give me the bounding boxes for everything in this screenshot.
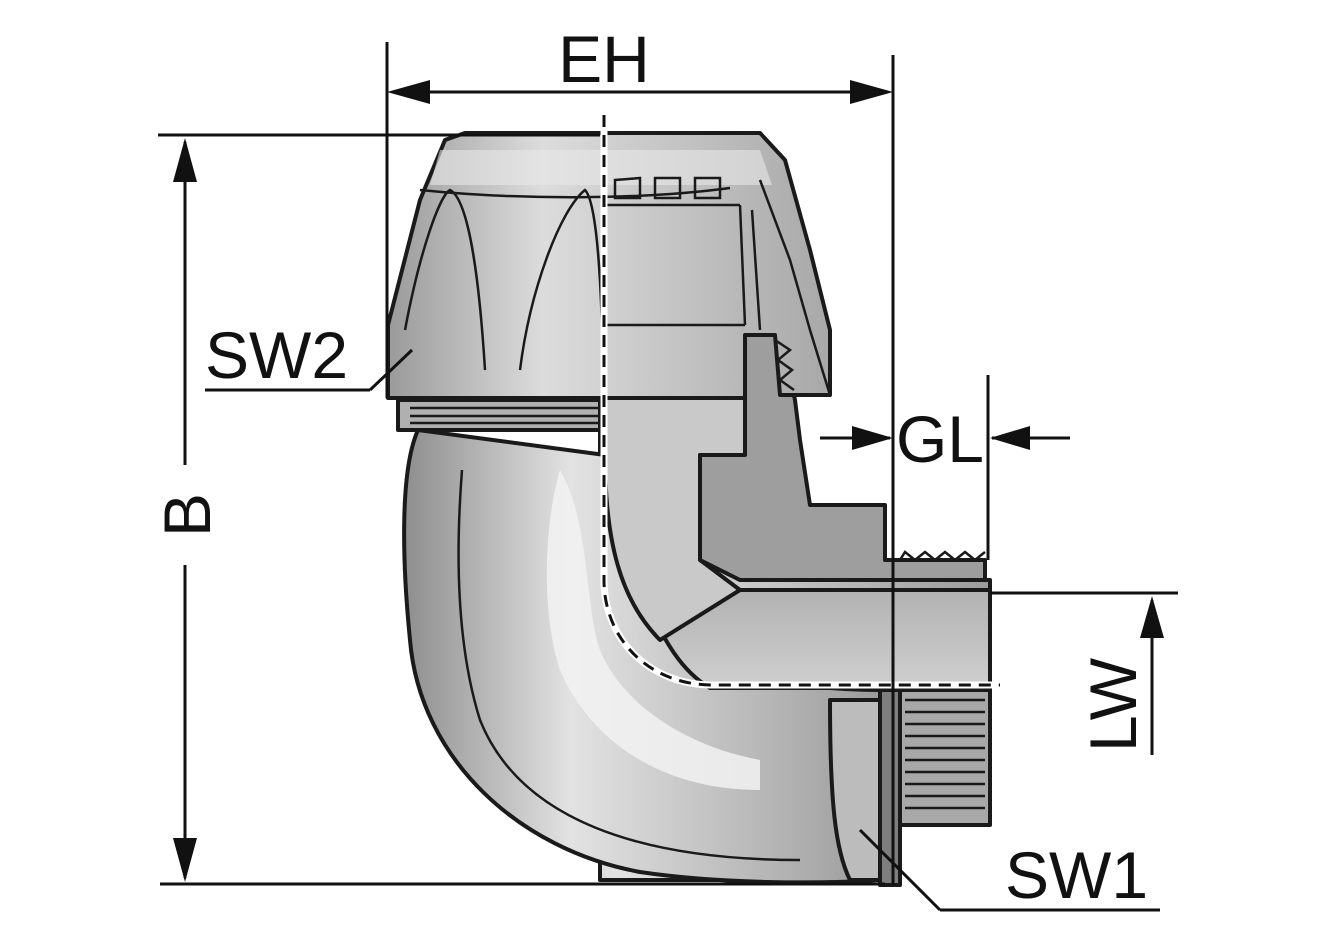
label-lw: LW (1076, 657, 1150, 752)
label-sw2: SW2 (205, 318, 348, 392)
locknut-hex (828, 698, 882, 882)
cap-inner-threads (774, 338, 795, 392)
bend-highlight (546, 470, 760, 790)
label-gl: GL (896, 402, 984, 476)
side-thread-teeth (898, 550, 986, 562)
dimension-eh: EH (385, 22, 895, 885)
dimension-b: B (150, 133, 885, 886)
bend-contour (457, 469, 801, 862)
cap-facet-right (518, 188, 604, 371)
cap-facet-left (403, 188, 487, 371)
bottom-thread (898, 688, 992, 827)
locknut-flange (878, 688, 902, 887)
center-dashed-line-dashes (602, 115, 1000, 687)
label-eh: EH (558, 22, 650, 96)
callout-sw2: SW2 (205, 318, 414, 392)
dimension-lw: LW (990, 591, 1178, 755)
fitting-body (386, 131, 992, 887)
bottom-thread-lines (905, 698, 985, 810)
label-b: B (150, 493, 224, 537)
nut-ring-grooves (410, 406, 600, 425)
cap-collet (605, 179, 832, 396)
label-sw1: SW1 (1005, 838, 1148, 912)
dimension-gl: GL (820, 375, 1070, 560)
cap-rim (419, 186, 731, 199)
cap-teeth (613, 176, 722, 200)
callout-sw1: SW1 (858, 828, 1160, 912)
